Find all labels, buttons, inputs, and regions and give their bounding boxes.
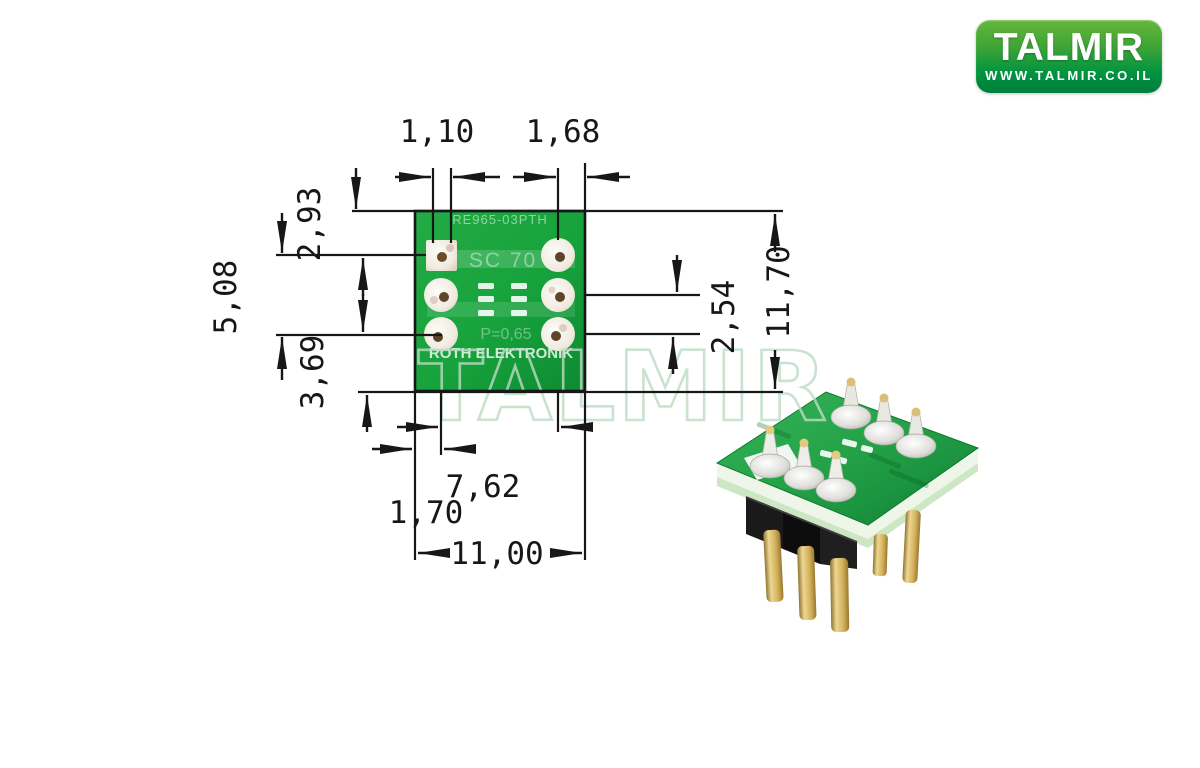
brand-name: TALMIR (993, 26, 1145, 69)
drill-hole (555, 292, 565, 302)
dimension-label-board-height: 11,70 (761, 245, 797, 338)
photo-board-edge-substrate (717, 450, 978, 539)
smd-pads (478, 283, 527, 316)
pad-speckle (559, 324, 567, 332)
silkscreen-manufacturer: ROTH ELEKTRONIK (429, 345, 573, 362)
dimension-label-row-pitch: 2,54 (706, 280, 742, 355)
gold-pin (872, 533, 888, 577)
solder-joint (830, 377, 872, 430)
photo-pins (763, 509, 921, 633)
product-photo (715, 377, 980, 633)
drill-hole (551, 331, 561, 341)
solder-joint (815, 450, 857, 503)
pad-speckle (430, 296, 438, 304)
dimension-label-top-to-row1: 2,93 (292, 187, 328, 262)
dimension-arrows (277, 168, 780, 558)
gold-pin (830, 557, 850, 633)
silkscreen-band (427, 250, 575, 268)
solder-joint (783, 438, 825, 491)
silkscreen-band (427, 302, 575, 317)
brand-website: WWW.TALMIR.CO.IL (985, 68, 1153, 83)
dimension-label-board-width: 11,00 (450, 536, 543, 572)
solder-joint (863, 393, 905, 446)
drill-hole (439, 292, 449, 302)
gold-pin (902, 509, 921, 584)
watermark: TALMIR (418, 331, 829, 443)
photo-solder-joints (749, 377, 937, 503)
silkscreen-part-number: RE965-03PTH (452, 212, 548, 227)
drill-hole (437, 252, 447, 262)
silkscreen-pitch: P=0,65 (480, 326, 531, 343)
diagram-board-outline (413, 209, 587, 393)
extension-lines (276, 163, 783, 560)
dimension-label-row1-to-row3: 5,08 (208, 260, 244, 335)
dimension-label-row3-to-bottom: 3,69 (295, 335, 331, 410)
solder-joint (895, 407, 937, 459)
solder-joint (749, 425, 791, 479)
photo-smd-dashes (819, 438, 874, 465)
gold-pin (763, 529, 784, 603)
diagram-pcb: RE965-03PTH SC 70 P=0,65 ROTH ELEKTRONIK (415, 211, 585, 391)
dimension-label-pad-to-edge: 1,68 (526, 114, 601, 150)
dimension-labels: 1,10 1,68 2,93 5,08 3,69 2,54 11,70 1,70… (208, 114, 797, 572)
dimension-label-pad-width: 1,10 (400, 114, 475, 150)
dimension-label-col-pitch: 7,62 (446, 469, 521, 505)
brand-logo: TALMIR WWW.TALMIR.CO.IL (976, 20, 1162, 93)
pad-speckle (446, 244, 454, 252)
pad-speckle (548, 286, 556, 294)
drill-hole (555, 252, 565, 262)
gold-pin (797, 545, 817, 621)
dimension-label-edge-to-col: 1,70 (389, 495, 464, 531)
silkscreen-package: SC 70 (469, 249, 537, 272)
